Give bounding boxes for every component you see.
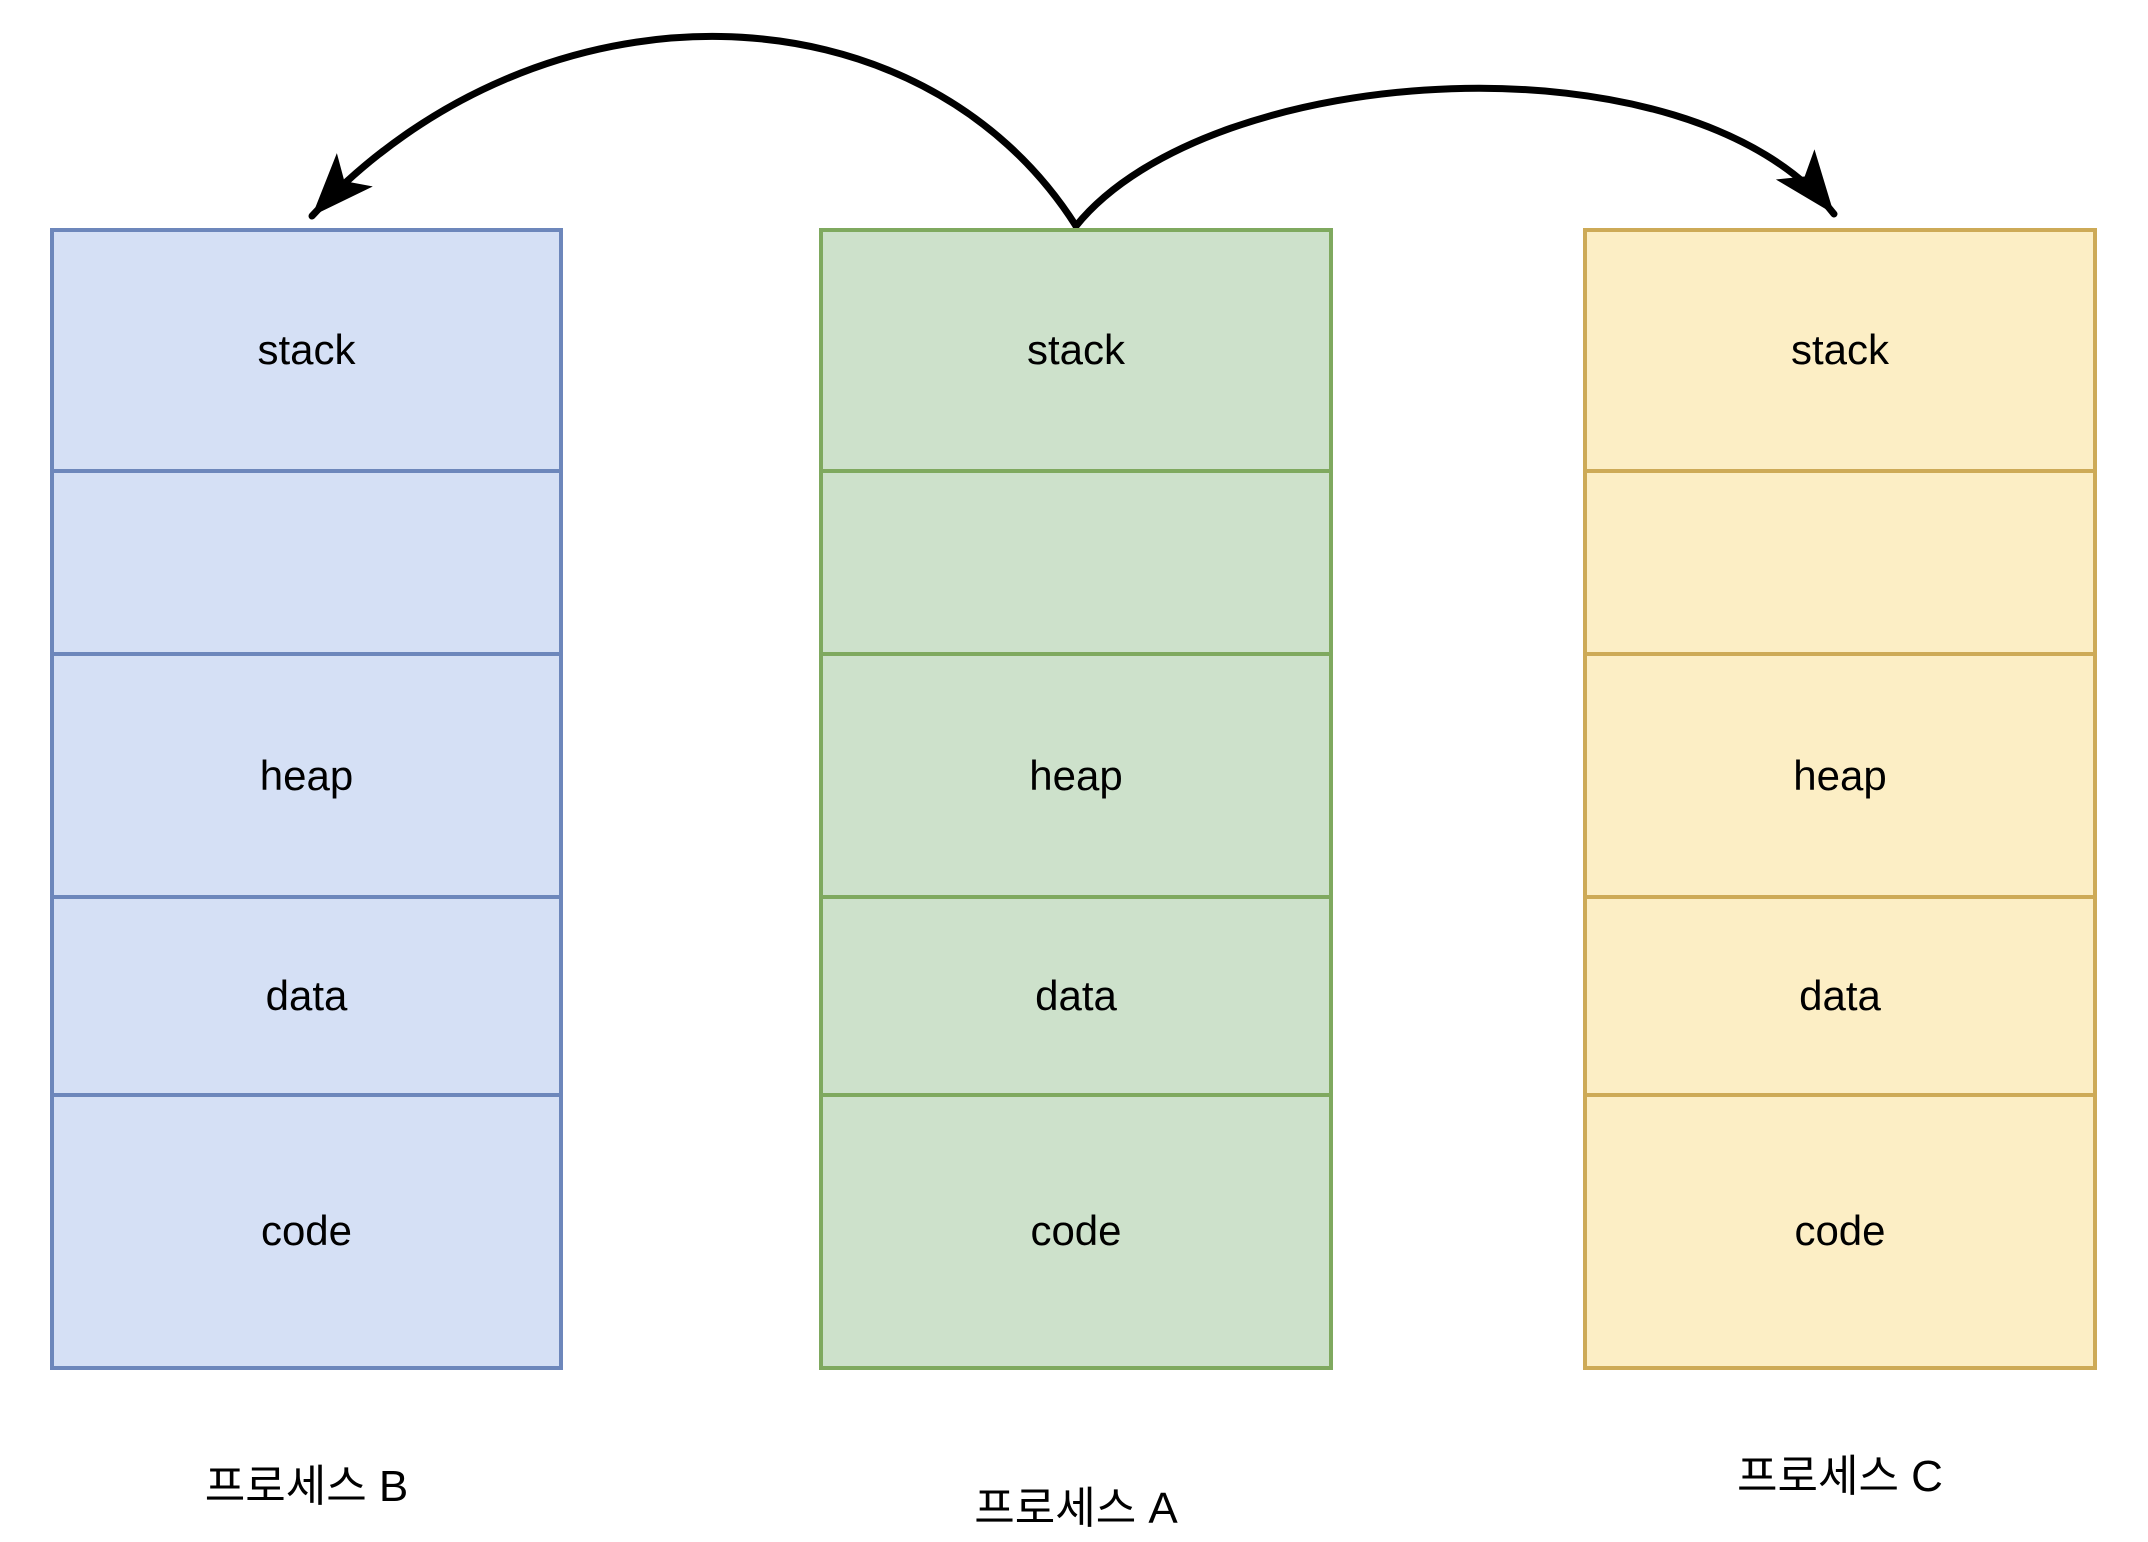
process-a-section-stack: stack	[1026, 326, 1126, 374]
process-a-section-empty	[823, 468, 1329, 652]
process-a-section-code: code	[823, 1092, 1329, 1366]
process-c-section-code: code	[1587, 1092, 2093, 1366]
process-a-label: 프로세스 A	[974, 1484, 1178, 1533]
process-b-box: stack heap data code	[50, 228, 563, 1370]
arrow-a-to-b-icon	[308, 33, 1080, 230]
process-b-section-code: code	[54, 1092, 559, 1366]
process-b-section-heap: heap	[54, 652, 559, 895]
process-b-section-data: data	[54, 894, 559, 1093]
process-c-section-data: data	[1587, 894, 2093, 1093]
process-c-section-stack: stack	[1790, 326, 1890, 374]
process-a-section-heap: heap	[823, 652, 1329, 895]
process-c-box: stack heap data code	[1583, 228, 2097, 1370]
process-a-box: stack heap data code	[819, 228, 1333, 1370]
process-c-section-empty	[1587, 468, 2093, 652]
process-b-section-empty	[54, 468, 559, 652]
arrow-a-to-c-icon	[1072, 84, 1838, 230]
process-b-label: 프로세스 B	[204, 1462, 409, 1511]
process-c-label: 프로세스 C	[1737, 1452, 1943, 1501]
process-c-section-heap: heap	[1587, 652, 2093, 895]
process-b-section-stack: stack	[257, 326, 356, 374]
process-a-section-data: data	[823, 894, 1329, 1093]
